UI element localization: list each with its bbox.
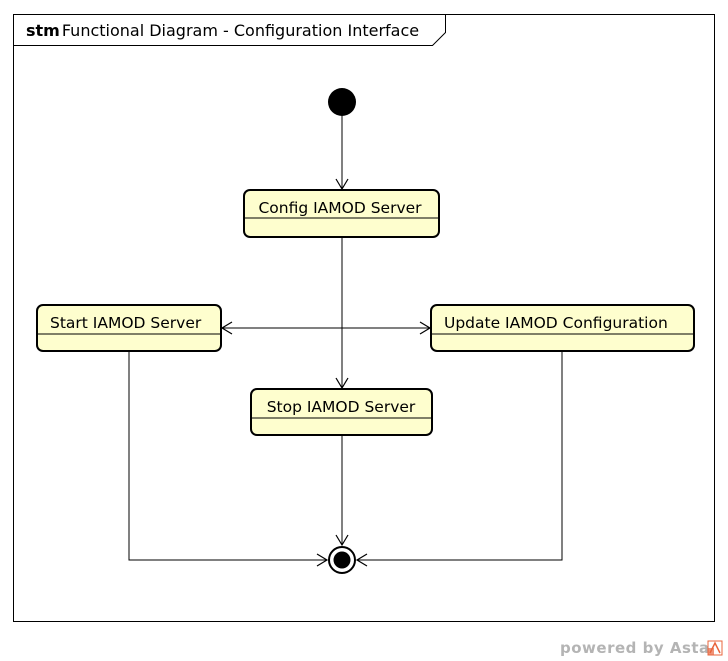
state-start-box [36, 304, 222, 352]
transition-update-to-final[interactable] [355, 352, 563, 567]
state-update[interactable]: Update IAMOD Configuration [430, 304, 695, 352]
state-start[interactable]: Start IAMOD Server [36, 304, 222, 352]
state-stop-label: Stop IAMOD Server [267, 398, 416, 416]
state-stop[interactable]: Stop IAMOD Server [250, 388, 433, 436]
state-config[interactable]: Config IAMOD Server [243, 189, 440, 238]
final-node-inner [333, 551, 351, 569]
astah-logo-icon [707, 640, 723, 656]
frame-title-tab [13, 14, 446, 46]
frame-keyword: stm [26, 21, 60, 40]
state-update-label: Update IAMOD Configuration [444, 314, 668, 332]
transition-start-to-final[interactable] [128, 352, 329, 567]
state-config-label: Config IAMOD Server [258, 199, 422, 217]
watermark-text: powered by Astah [560, 639, 721, 657]
state-stop-box [250, 388, 433, 436]
frame-title: Functional Diagram - Configuration Inter… [62, 21, 419, 40]
initial-node[interactable] [328, 88, 356, 116]
state-start-label: Start IAMOD Server [50, 314, 202, 332]
state-config-box [243, 189, 440, 238]
state-update-box [430, 304, 695, 352]
final-node[interactable] [328, 546, 356, 574]
